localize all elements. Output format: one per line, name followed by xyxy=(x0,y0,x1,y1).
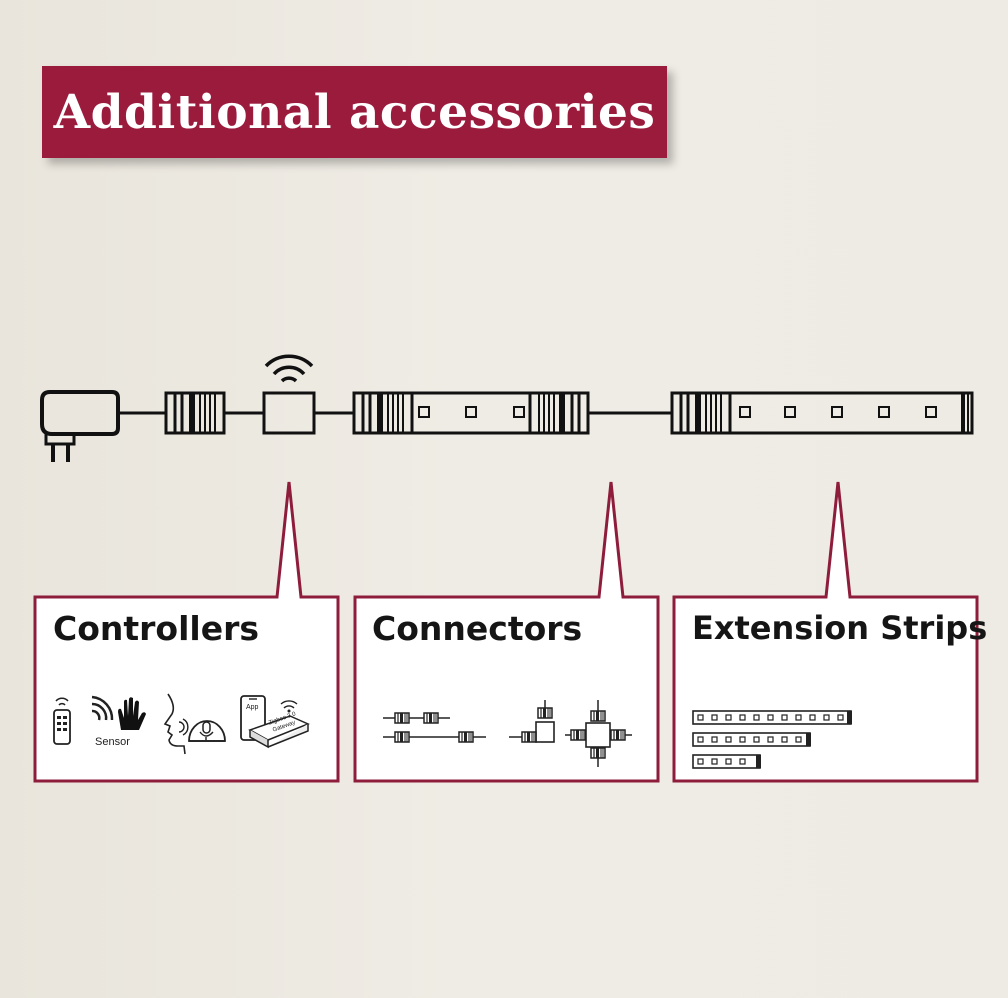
remote-icon xyxy=(53,697,71,745)
smart-speaker-icon xyxy=(188,720,226,742)
controller-box-icon xyxy=(262,391,316,435)
voice-assistant-icon xyxy=(163,693,189,755)
extension-strip-short-icon xyxy=(692,754,761,769)
x-connector-icon xyxy=(565,700,632,767)
motion-sensor-icon xyxy=(91,695,114,721)
extension-strip-medium-icon xyxy=(692,732,811,747)
connector-cable-long-icon xyxy=(383,731,486,743)
connector-cable-short-icon xyxy=(383,712,450,724)
connector-icon xyxy=(164,391,226,435)
power-supply-icon xyxy=(40,390,120,462)
title-banner: Additional accessories xyxy=(42,66,667,158)
extension-strip-long-icon xyxy=(692,710,852,725)
page-title: Additional accessories xyxy=(53,84,656,140)
callout-controllers xyxy=(33,481,340,783)
extension-strips-title: Extension Strips xyxy=(692,609,988,647)
led-strip-icon xyxy=(352,391,590,435)
gateway-icon xyxy=(248,700,310,749)
callout-extension-strips xyxy=(672,481,979,783)
l-connector-icon xyxy=(509,700,555,743)
callout-connectors xyxy=(353,481,660,783)
sensor-label: Sensor xyxy=(95,736,130,748)
connectors-title: Connectors xyxy=(372,609,583,648)
wifi-icon xyxy=(264,354,314,383)
smartphone-icon xyxy=(240,695,266,741)
led-strip-icon xyxy=(670,391,974,435)
controllers-title: Controllers xyxy=(53,609,260,648)
hand-icon xyxy=(118,697,146,730)
app-label: App xyxy=(246,704,259,711)
